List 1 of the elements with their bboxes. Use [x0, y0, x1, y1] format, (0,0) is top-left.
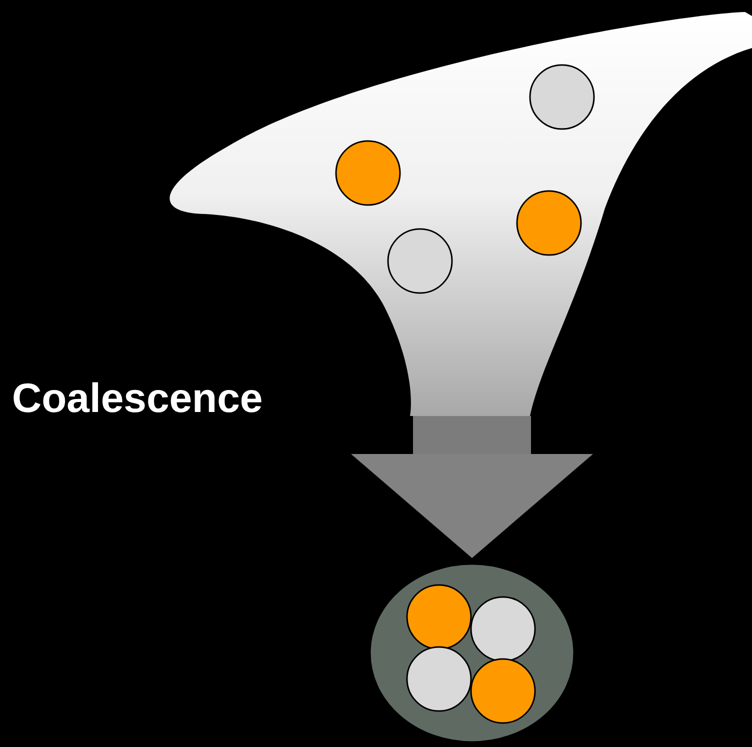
process-label: Coalescence — [12, 375, 263, 422]
